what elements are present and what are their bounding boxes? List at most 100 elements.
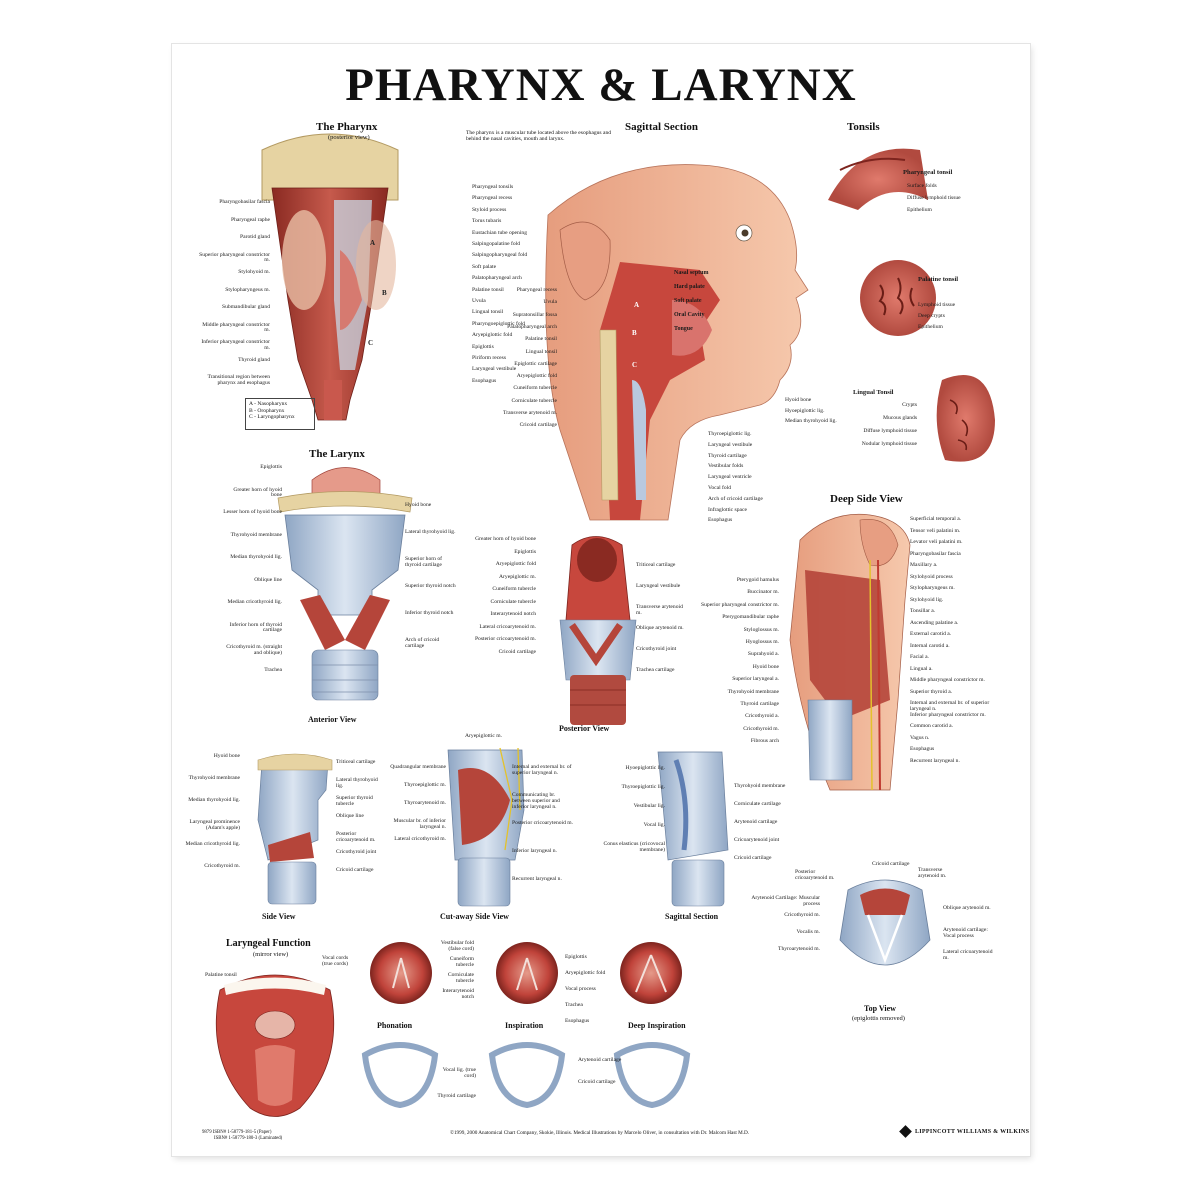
anatomy-label: Corniculate tubercle	[511, 397, 557, 404]
anatomy-label: Trachea	[565, 1002, 583, 1008]
anatomy-label: Vocal cords (true cords)	[322, 955, 349, 967]
anatomy-label: Lesser horn of hyoid bone	[223, 509, 282, 515]
palatine-tonsil-name: Palatine tonsil	[918, 276, 959, 283]
anatomy-label: Pterygomandibular raphe	[722, 614, 779, 621]
anatomy-label: Pharyngeal raphe	[231, 216, 270, 223]
anatomy-label: Cricothyroid joint	[336, 849, 377, 855]
anatomy-label: Common carotid a.	[910, 723, 954, 729]
anatomy-label: Corniculate tubercle	[490, 598, 536, 605]
anatomy-label: Cuneiform tubercle	[513, 385, 557, 392]
anatomy-label: Tongue	[674, 326, 693, 332]
anatomy-label: Submandibular gland	[221, 304, 270, 310]
anatomy-label: Tonsillar a.	[910, 608, 936, 614]
anatomy-label: External carotid a.	[910, 631, 952, 637]
anatomy-label: Quadrangular membrane	[390, 764, 446, 770]
anatomy-label: Crypts	[902, 402, 917, 408]
anatomy-label: Hyoid bone	[405, 502, 432, 508]
anatomy-label: Vestibular folds	[708, 463, 744, 470]
anatomy-label: Hyoepiglottic lig.	[625, 765, 665, 771]
anatomy-label: Piriform recess	[472, 355, 507, 361]
cutaway-caption: Cut-away Side View	[440, 912, 509, 921]
anatomy-label: Corniculate cartilage	[734, 801, 781, 807]
anatomy-label: Lymphoid tissue	[918, 302, 956, 308]
anatomy-label: Facial a.	[910, 654, 929, 660]
pharynx-description: The pharynx is a muscular tube located a…	[466, 130, 612, 143]
anatomy-label: Hyoid bone	[213, 753, 240, 759]
anatomy-label: Pharyngeal recess	[472, 195, 513, 202]
anatomy-label: Cuneiform tubercle	[492, 586, 536, 592]
anatomy-label: Mucous glands	[882, 415, 917, 421]
anatomy-label: Stylohyoid process	[910, 573, 953, 580]
anatomy-label: Vocal process	[565, 986, 596, 992]
anatomy-label: Surface folds	[907, 183, 937, 189]
anatomy-label: Cricothyroid m.	[743, 725, 779, 732]
anatomy-label: Inferior pharyngeal constrictor m.	[910, 711, 986, 718]
function-caption: Inspiration	[505, 1021, 544, 1030]
anatomy-label: Cricothyroid m. (straight and oblique)	[226, 644, 282, 656]
anatomy-label: Eustachian tube opening	[472, 229, 527, 236]
anatomy-label: Thyroarytenoid m.	[778, 946, 820, 952]
anatomy-label: Corniculate tubercle	[447, 972, 474, 984]
anatomy-label: Posterior cricoarytenoid m.	[512, 820, 574, 826]
anatomy-label: Nodular lymphoid tissue	[861, 441, 917, 447]
anatomy-label: Greater horn of hyoid bone	[233, 486, 282, 499]
anatomy-label: Pharyngobasilar fascia	[219, 199, 270, 205]
anatomy-label: Triticeal cartilage	[336, 759, 376, 765]
anatomy-label: Median thyrohyoid lig.	[230, 554, 282, 560]
anatomy-label: Communicating br. between superior and i…	[512, 792, 560, 810]
anatomy-label: Hyoglossus m.	[745, 639, 779, 645]
anatomy-label: Pharyngeal recess	[516, 287, 557, 293]
anatomy-label: Superior laryngeal a.	[732, 676, 779, 683]
anatomy-label: Middle pharyngeal constrictor m.	[910, 677, 985, 683]
anatomy-label: Fibrous arch	[750, 738, 779, 745]
anatomy-label: Thyroid cartilage	[437, 1093, 476, 1099]
anatomy-label: Cricoid cartilage	[872, 861, 910, 867]
anatomy-label: Cricoid cartilage	[498, 648, 536, 655]
pharyngeal-tonsil-name: Pharyngeal tonsil	[903, 169, 953, 176]
anatomy-label: Stylohyoid m.	[238, 269, 270, 275]
anatomy-label: Laryngeal vestibule	[708, 441, 753, 448]
anatomy-label: Styloglossus m.	[743, 626, 779, 633]
anatomy-label: Salpingopharyngeal fold	[472, 252, 528, 259]
anatomy-label: Pharyngoepiglottic fold	[472, 320, 525, 327]
anatomy-label: Palatine tonsil	[205, 972, 237, 978]
anatomy-label: Transitional region between pharynx and …	[207, 374, 270, 386]
anatomy-label: Muscular br. of inferior laryngeal n.	[393, 818, 446, 830]
function-subtitle: (mirror view)	[253, 951, 289, 958]
region-letter: A	[634, 301, 640, 309]
posterior-view-caption: Posterior View	[559, 724, 610, 733]
anatomy-label: Hard palate	[674, 284, 705, 290]
anatomy-label: Conus elasticus (cricovocal membrane)	[603, 841, 665, 853]
anatomy-label: Recurrent laryngeal n.	[910, 757, 960, 764]
anatomy-label: Lingual tonsil	[472, 309, 504, 316]
anatomy-label: Palatopharyngeal arch	[507, 323, 557, 330]
function-caption: Deep Inspiration	[628, 1021, 686, 1030]
anatomy-label: Thyrohyoid membrane	[188, 775, 240, 781]
anatomy-label: Lateral thyrohyoid lig.	[336, 777, 378, 789]
anatomy-label: Superior thyroid notch	[405, 583, 456, 589]
anatomy-label: Epithelium	[907, 207, 932, 213]
anatomy-label: Arytenoid cartilage	[578, 1057, 622, 1063]
anatomy-label: Cricoid cartilage	[734, 855, 772, 861]
pharynx-title: The Pharynx	[316, 121, 378, 133]
anatomy-label: Aryepiglottic fold	[516, 373, 557, 380]
anatomy-label: Buccinator m.	[747, 589, 779, 596]
anatomy-label: Thyroid cartilage	[740, 701, 779, 707]
anatomy-label: Levator veli palatini m.	[910, 539, 963, 545]
anatomy-label: Median thyrohyoid lig.	[785, 418, 837, 424]
anatomy-label: Internal and external br. of superior la…	[512, 764, 572, 776]
anatomy-label: Cricoid cartilage	[336, 867, 374, 873]
region-letter: C	[368, 339, 374, 347]
anatomy-label: Oblique line	[336, 813, 364, 819]
anatomy-label: Cricothyroid a.	[745, 713, 779, 720]
top-view-illustration	[839, 879, 931, 966]
anatomy-label: Posterior cricoarytenoid m.	[795, 869, 835, 881]
anatomy-label: Uvula	[543, 299, 557, 306]
pharynx-legend: A - Nasopharynx B - Oropharynx C - Laryn…	[245, 398, 315, 430]
anatomy-label: Esophagus	[472, 377, 497, 384]
anatomy-label: Oblique line	[254, 576, 282, 583]
anatomy-label: Thyroid cartilage	[708, 452, 747, 459]
anatomy-label: Soft palate	[674, 298, 702, 304]
anatomy-label: Superior thyroid a.	[910, 688, 953, 695]
